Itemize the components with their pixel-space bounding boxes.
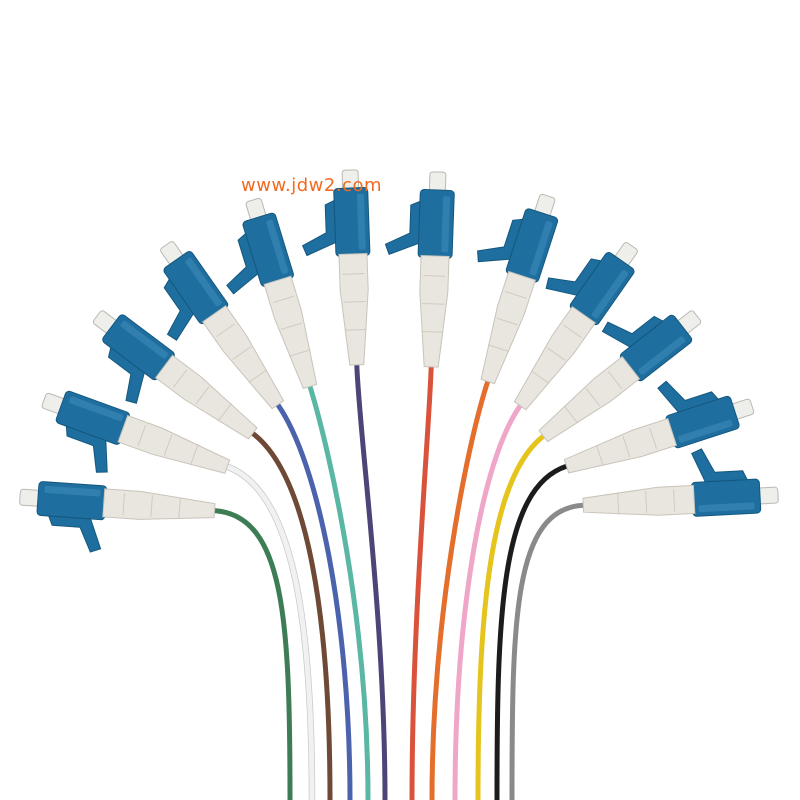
housing-highlight bbox=[185, 257, 222, 307]
housing-highlight bbox=[678, 419, 733, 443]
strain-relief-boot bbox=[480, 270, 536, 385]
boot-ridge bbox=[505, 291, 527, 299]
boot-ridge bbox=[421, 331, 444, 333]
boot-ridge bbox=[423, 275, 446, 277]
boot-ridge bbox=[649, 427, 657, 449]
cable-brown bbox=[250, 430, 333, 800]
boot-ridge bbox=[673, 489, 676, 512]
boot-ridge bbox=[150, 495, 153, 518]
lc-connector-red bbox=[384, 171, 455, 368]
boot-ridge bbox=[190, 444, 199, 466]
latch-lever bbox=[657, 380, 720, 413]
boot-ridge bbox=[530, 370, 550, 384]
housing-highlight bbox=[44, 485, 101, 497]
latch-lever bbox=[601, 315, 664, 348]
ferrule bbox=[428, 171, 447, 193]
boot-ridge bbox=[645, 490, 648, 513]
boot-ridge bbox=[216, 323, 235, 337]
strain-relief-boot bbox=[102, 488, 216, 520]
boot-ridge bbox=[622, 436, 631, 458]
cable-violet bbox=[354, 362, 388, 800]
strain-relief-boot bbox=[563, 418, 678, 474]
cable-blue bbox=[275, 402, 353, 800]
lc-connector-violet bbox=[301, 169, 371, 366]
boot-ridge bbox=[195, 386, 210, 405]
strain-relief-boot bbox=[117, 414, 231, 474]
latch-lever bbox=[477, 218, 524, 263]
housing-highlight bbox=[591, 269, 629, 319]
housing-highlight bbox=[69, 396, 124, 422]
boot-ridge bbox=[595, 444, 604, 467]
boot-ridge bbox=[344, 329, 367, 331]
strain-relief-boot bbox=[538, 355, 641, 443]
housing-highlight bbox=[266, 219, 289, 275]
watermark-text: www.jdw2.com bbox=[241, 175, 382, 196]
boot-ridge bbox=[422, 303, 445, 305]
strain-relief-boot bbox=[582, 484, 696, 516]
latch-lever bbox=[545, 258, 602, 296]
cable-white bbox=[224, 464, 315, 800]
cable-yellow bbox=[475, 433, 546, 800]
strain-relief-boot bbox=[263, 275, 318, 390]
boot-ridge bbox=[232, 346, 252, 360]
housing-highlight bbox=[698, 502, 755, 513]
cable-aqua bbox=[307, 384, 371, 800]
fiber-cables bbox=[212, 362, 586, 800]
cable-orange bbox=[429, 379, 491, 800]
lc-connector-pink bbox=[513, 242, 638, 411]
lc-connector-black bbox=[563, 380, 755, 474]
lc-connector-gray bbox=[582, 448, 779, 517]
boot-ridge bbox=[272, 295, 295, 304]
strain-relief-boot bbox=[419, 254, 450, 368]
latch-lever bbox=[48, 515, 102, 553]
boot-ridge bbox=[280, 322, 303, 330]
latch-lever bbox=[691, 448, 748, 483]
lc-connector-white bbox=[41, 390, 231, 474]
boot-ridge bbox=[122, 493, 126, 516]
boot-ridge bbox=[563, 405, 579, 424]
housing-highlight bbox=[529, 221, 553, 276]
boot-ridge bbox=[617, 492, 620, 515]
lc-connector-brown bbox=[92, 310, 258, 440]
boot-ridge bbox=[546, 347, 566, 361]
latch-lever bbox=[301, 199, 337, 257]
boot-ridge bbox=[173, 369, 188, 388]
latch-lever bbox=[107, 346, 145, 404]
strain-relief-boot bbox=[154, 354, 258, 440]
lc-connector-blue bbox=[160, 241, 285, 410]
boot-ridge bbox=[289, 349, 311, 357]
lc-connector-yellow bbox=[538, 310, 702, 443]
housing-highlight bbox=[356, 193, 366, 250]
boot-ridge bbox=[607, 371, 623, 390]
cable-red bbox=[409, 364, 434, 800]
boot-ridge bbox=[343, 301, 366, 303]
lc-connector-orange bbox=[477, 193, 559, 385]
latch-lever bbox=[163, 278, 194, 341]
housing-highlight bbox=[120, 320, 168, 359]
cable-black bbox=[494, 463, 569, 800]
boot-ridge bbox=[585, 388, 601, 407]
boot-ridge bbox=[163, 434, 173, 456]
boot-ridge bbox=[496, 317, 518, 326]
boot-ridge bbox=[563, 324, 582, 338]
boot-ridge bbox=[342, 273, 365, 275]
boot-ridge bbox=[217, 403, 232, 422]
lc-connector-green bbox=[19, 481, 216, 553]
latch-lever bbox=[384, 200, 421, 255]
cable-green bbox=[212, 508, 293, 800]
lc-connectors bbox=[19, 169, 779, 553]
latch-lever bbox=[65, 425, 108, 473]
housing-highlight bbox=[441, 196, 451, 253]
housing-highlight bbox=[638, 336, 686, 375]
lc-connector-aqua bbox=[226, 197, 318, 390]
boot-ridge bbox=[137, 425, 146, 447]
latch-lever bbox=[226, 232, 259, 295]
boot-ridge bbox=[178, 497, 181, 520]
boot-ridge bbox=[248, 369, 268, 383]
cable-pink bbox=[452, 403, 523, 800]
cable-gray bbox=[509, 502, 586, 800]
strain-relief-boot bbox=[338, 252, 369, 366]
boot-ridge bbox=[487, 344, 510, 353]
